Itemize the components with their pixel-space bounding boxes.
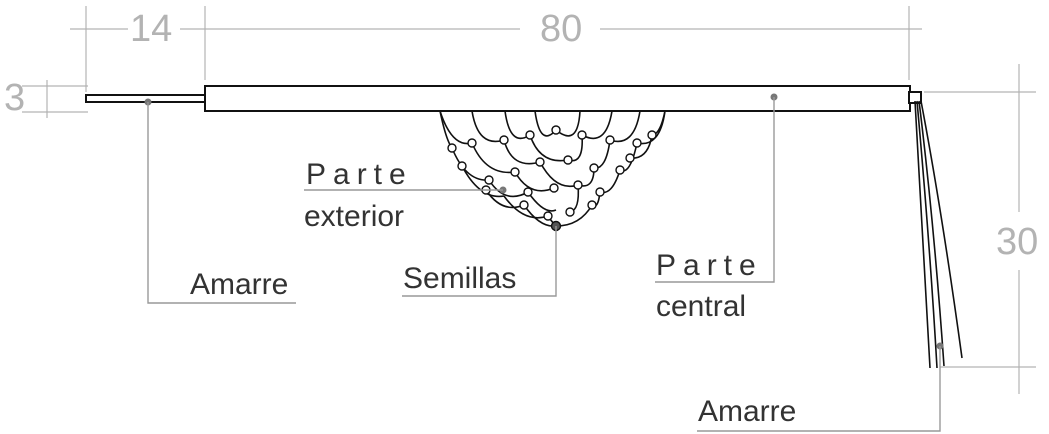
tail-strings bbox=[914, 100, 963, 369]
dim-label-30: 30 bbox=[996, 221, 1038, 263]
label-outer-part-line2: exterior bbox=[304, 200, 404, 233]
leader-tie-right bbox=[697, 346, 941, 432]
seed-knot bbox=[510, 167, 520, 177]
seed-knot bbox=[563, 155, 573, 165]
seed-knot bbox=[565, 207, 575, 217]
dim-label-80: 80 bbox=[540, 8, 582, 50]
seed-knot bbox=[625, 153, 635, 163]
seed-knot bbox=[523, 187, 533, 197]
net-arc bbox=[471, 110, 505, 143]
seed-knot bbox=[543, 211, 553, 221]
label-seeds: Semillas bbox=[403, 262, 516, 295]
dim-label-14: 14 bbox=[130, 8, 172, 50]
seed-knot bbox=[551, 125, 561, 135]
tail-string-3 bbox=[918, 100, 945, 367]
net-arc bbox=[503, 139, 541, 165]
seed-knot bbox=[519, 200, 529, 210]
seed-knot bbox=[535, 157, 545, 167]
seed-knot bbox=[589, 163, 599, 173]
seed-knot bbox=[587, 200, 597, 210]
central-rod bbox=[204, 85, 911, 112]
seed-knot bbox=[467, 138, 477, 148]
seed-knot bbox=[447, 143, 457, 153]
label-central-part-line2: central bbox=[656, 290, 746, 323]
leader-tie-left bbox=[147, 102, 296, 304]
dim-label-3: 3 bbox=[4, 77, 25, 119]
seed-knot bbox=[605, 135, 615, 145]
seed-knot bbox=[615, 165, 625, 175]
rod-assembly bbox=[85, 85, 922, 112]
net-arc bbox=[439, 110, 453, 149]
label-outer-part-line1: Parte bbox=[306, 158, 413, 191]
net-arc bbox=[527, 191, 557, 212]
seed-knot bbox=[577, 130, 587, 140]
seed-knot bbox=[573, 180, 583, 190]
label-tie-right: Amarre bbox=[698, 395, 796, 428]
net-arc bbox=[555, 204, 593, 227]
seed-net bbox=[439, 110, 666, 232]
seed-knot bbox=[499, 135, 509, 145]
dimension-lines bbox=[22, 6, 1036, 394]
net-arc bbox=[539, 161, 579, 187]
label-central-part-line1: Parte bbox=[656, 249, 763, 282]
net-arc bbox=[451, 147, 490, 181]
net-arc bbox=[529, 134, 569, 162]
tail-string-1 bbox=[914, 100, 931, 369]
tail-string-4 bbox=[920, 100, 963, 359]
leader-lines bbox=[144, 93, 944, 432]
tail-string-2 bbox=[916, 100, 938, 369]
leader-central-part bbox=[655, 97, 775, 283]
net-arc bbox=[471, 142, 516, 174]
label-tie-left: Amarre bbox=[190, 268, 288, 301]
seed-knot bbox=[484, 175, 494, 185]
net-arc bbox=[439, 110, 473, 145]
leader-seeds bbox=[402, 226, 557, 297]
seed-knot bbox=[525, 130, 535, 140]
net-arc bbox=[609, 110, 641, 143]
net-arc bbox=[593, 139, 611, 169]
seed-knot bbox=[457, 161, 467, 171]
seed-knot bbox=[632, 138, 642, 148]
seed-knot bbox=[647, 130, 657, 140]
seed-knot bbox=[595, 187, 605, 197]
seed-knot bbox=[549, 183, 559, 193]
